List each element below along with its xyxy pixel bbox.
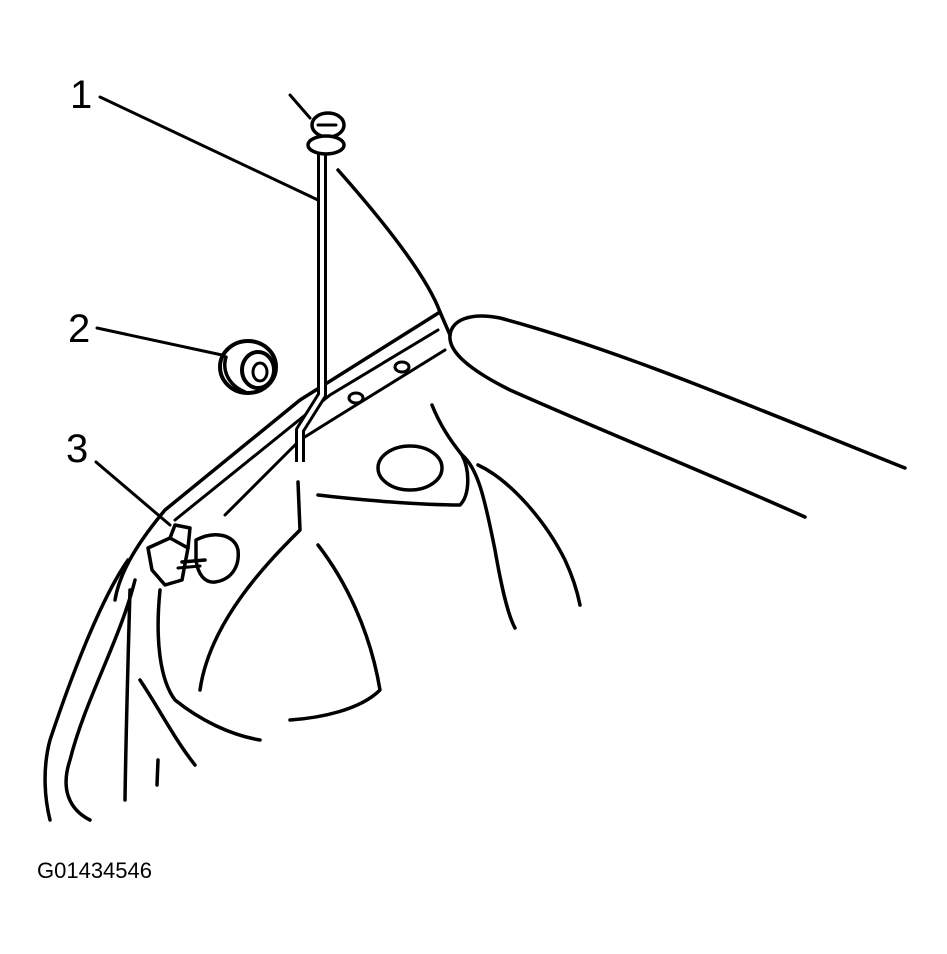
callout-1: 1 [70,73,92,117]
leader-line-1 [98,95,320,202]
figure-code: G01434546 [37,858,152,883]
callout-2: 2 [68,307,90,351]
prop-rod [288,93,346,462]
hood-panel-outline [43,168,907,822]
leader-line-2 [95,326,224,357]
callout-3: 3 [66,427,88,471]
retainer-clip [146,523,240,587]
grommet [218,339,278,395]
leader-line-3 [94,460,172,527]
leader-lines [94,95,320,527]
